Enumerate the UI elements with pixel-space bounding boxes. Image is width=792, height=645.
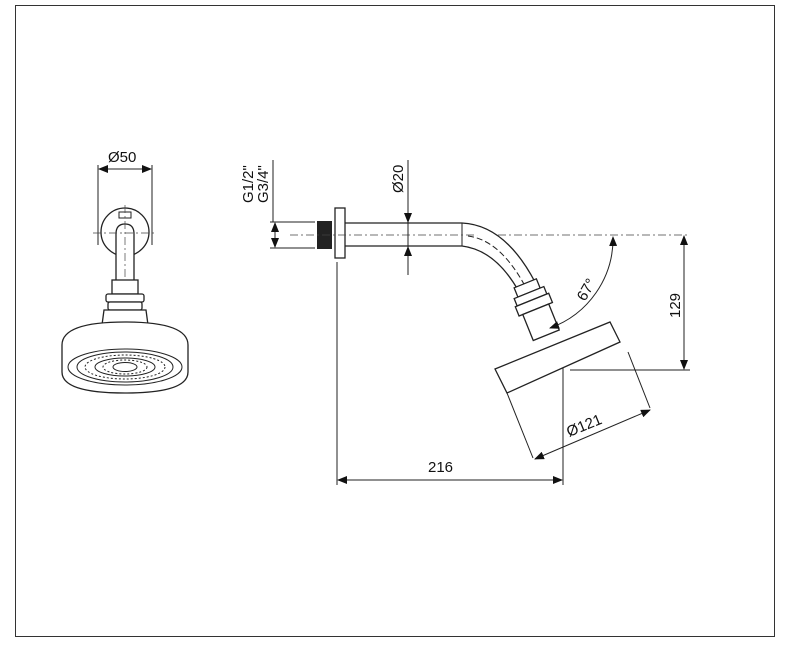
elbow-outer bbox=[461, 222, 536, 283]
length-label: 216 bbox=[428, 459, 453, 476]
angle-dimension-arc bbox=[549, 236, 618, 329]
diameter-50-label: Ø50 bbox=[108, 149, 136, 166]
height-label: 129 bbox=[667, 293, 684, 318]
front-view: Ø50 bbox=[61, 149, 189, 394]
pipe-diameter-label: Ø20 bbox=[390, 165, 407, 193]
side-view: G1/2" G3/4" Ø20 67° bbox=[240, 160, 690, 485]
shower-head-side bbox=[494, 321, 621, 394]
thread-label-g12: G1/2" bbox=[240, 165, 257, 203]
head-diameter-label: Ø121 bbox=[564, 411, 604, 441]
elbow-inner bbox=[461, 245, 519, 291]
thread-label-g34: G3/4" bbox=[255, 165, 272, 203]
wall-flange-side bbox=[334, 207, 346, 259]
angle-label: 67° bbox=[574, 276, 600, 304]
drawing-frame bbox=[15, 5, 775, 637]
